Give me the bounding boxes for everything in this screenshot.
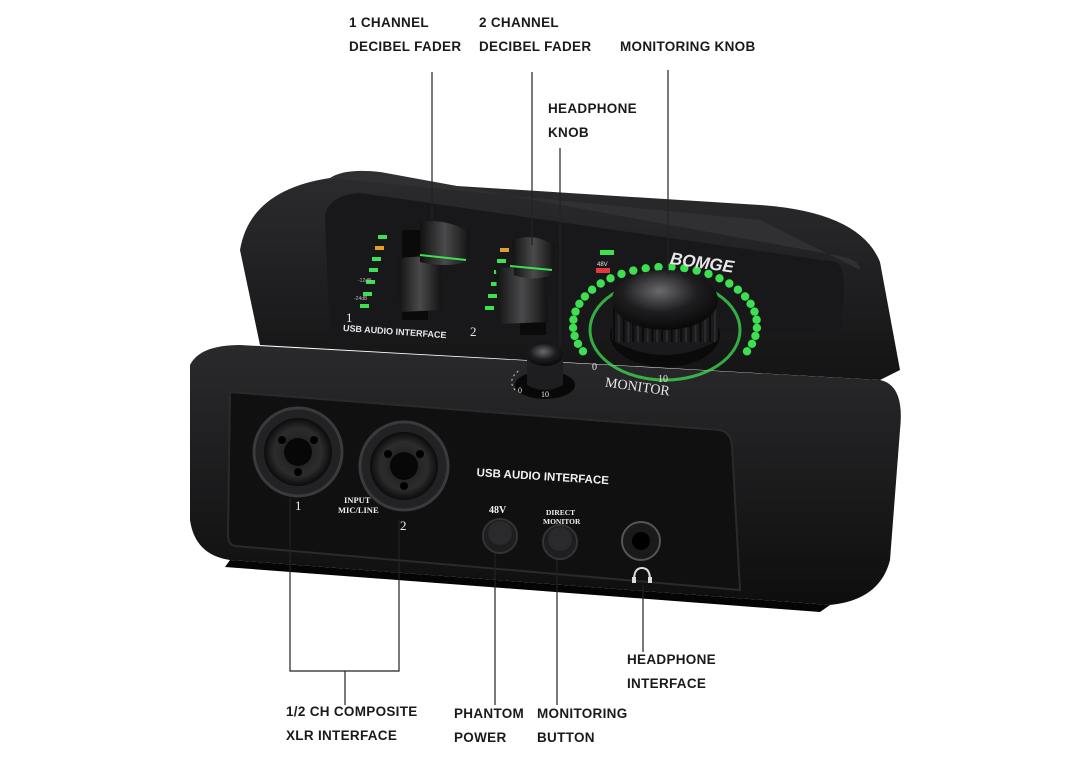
button-48v-label: 48V (489, 505, 507, 516)
callout-monitoring-button-line1: MONITORING (537, 706, 628, 721)
monitor-led-dot (733, 285, 743, 294)
monitor-led-dot (575, 299, 584, 308)
callout-ch2-fader: 2 CHANNEL DECIBEL FADER (479, 11, 591, 59)
direct-monitor-button (542, 524, 578, 560)
callout-xlr-line2: XLR INTERFACE (286, 728, 398, 743)
monitor-led-dot (751, 331, 760, 341)
headphone-knob (515, 344, 575, 399)
monitor-scale-min: 0 (592, 362, 597, 373)
callout-ch2-line1: 2 CHANNEL (479, 15, 559, 30)
callout-headphone-knob-line2: KNOB (548, 125, 589, 140)
front-channel-1-number: 1 (295, 498, 302, 513)
leader-lines (289, 70, 669, 705)
callout-monitoring-knob-text: MONITORING KNOB (620, 39, 756, 54)
monitor-led-dot (715, 274, 724, 283)
mic-line-label: MIC/LINE (338, 505, 379, 515)
monitor-led-dot (573, 339, 583, 348)
monitor-led-dot (746, 299, 755, 308)
monitor-led-dot (571, 307, 580, 316)
callout-headphone-interface-line1: HEADPHONE (627, 652, 716, 667)
meter-label-24db: -24dB (354, 296, 368, 302)
callout-headphone-knob-line1: HEADPHONE (548, 101, 637, 116)
input-label: INPUT (344, 495, 371, 505)
xlr-jack-1 (252, 406, 344, 498)
led-indicator-green (600, 250, 614, 255)
channel-1-level-meter (360, 235, 387, 308)
callout-headphone-knob: HEADPHONE KNOB (548, 97, 637, 145)
callout-monitoring-button: MONITORING BUTTON (537, 702, 628, 750)
headphone-scale-min: 0 (518, 386, 522, 395)
callout-headphone-interface: HEADPHONE INTERFACE (627, 648, 716, 696)
monitor-button-label: MONITOR (543, 517, 581, 526)
monitor-led-dot (641, 264, 650, 273)
xlr-jack-2 (358, 420, 450, 512)
callout-xlr-line1: 1/2 CH COMPOSITE (286, 704, 418, 719)
monitor-led-dot (580, 292, 590, 301)
callout-ch2-line2: DECIBEL FADER (479, 39, 592, 54)
channel-1-fader (398, 221, 470, 320)
monitor-led-dot (587, 285, 597, 294)
monitor-led-ring (568, 262, 762, 356)
callout-phantom: PHANTOM POWER (454, 702, 524, 750)
callout-headphone-interface-line2: INTERFACE (627, 676, 707, 691)
meter-label-12db: -12dB (358, 278, 372, 284)
monitor-scale-max: 10 (658, 374, 668, 385)
front-channel-2-number: 2 (400, 518, 407, 533)
monitor-led-dot (742, 347, 752, 356)
top-channel-1-number: 1 (346, 310, 353, 325)
callout-ch1-line1: 1 CHANNEL (349, 15, 429, 30)
callout-ch1-fader: 1 CHANNEL DECIBEL FADER (349, 11, 461, 59)
led-48v-indicator (596, 268, 610, 273)
callout-phantom-line2: POWER (454, 730, 507, 745)
monitor-led-dot (680, 264, 689, 273)
monitor-led-dot (596, 279, 605, 288)
headphone-jack (621, 521, 661, 561)
callout-monitoring-knob: MONITORING KNOB (620, 35, 756, 59)
monitor-led-dot (752, 323, 762, 332)
monitor-led-dot (704, 269, 713, 279)
monitor-led-dot (569, 315, 578, 324)
callout-phantom-line1: PHANTOM (454, 706, 525, 721)
callout-xlr: 1/2 CH COMPOSITE XLR INTERFACE (286, 700, 418, 748)
phantom-power-button (482, 518, 518, 554)
monitor-led-dot (606, 274, 615, 283)
led-48v-label: 48V (597, 262, 608, 268)
channel-2-fader (496, 237, 555, 335)
headphone-scale-max: 10 (541, 390, 549, 399)
monitor-led-dot (568, 323, 578, 332)
top-channel-2-number: 2 (470, 324, 477, 339)
callout-monitoring-button-line2: BUTTON (537, 730, 595, 745)
monitor-led-dot (752, 315, 761, 324)
monitoring-knob (612, 270, 718, 355)
monitor-led-dot (617, 269, 626, 279)
monitor-led-dot (725, 279, 734, 288)
headphone-icon (632, 566, 652, 583)
callout-ch1-line2: DECIBEL FADER (349, 39, 462, 54)
front-inset-panel (226, 390, 742, 592)
direct-label: DIRECT (546, 508, 575, 517)
monitor-led-dot (570, 331, 579, 341)
monitor-led-dot (747, 339, 757, 348)
monitor-led-dot (654, 262, 663, 272)
monitor-led-dot (692, 266, 701, 275)
monitor-led-dot (629, 266, 638, 275)
monitor-led-dot (750, 307, 759, 316)
monitor-led-dot (740, 292, 750, 301)
monitor-led-dot (578, 347, 588, 356)
monitor-led-dot (667, 262, 676, 272)
